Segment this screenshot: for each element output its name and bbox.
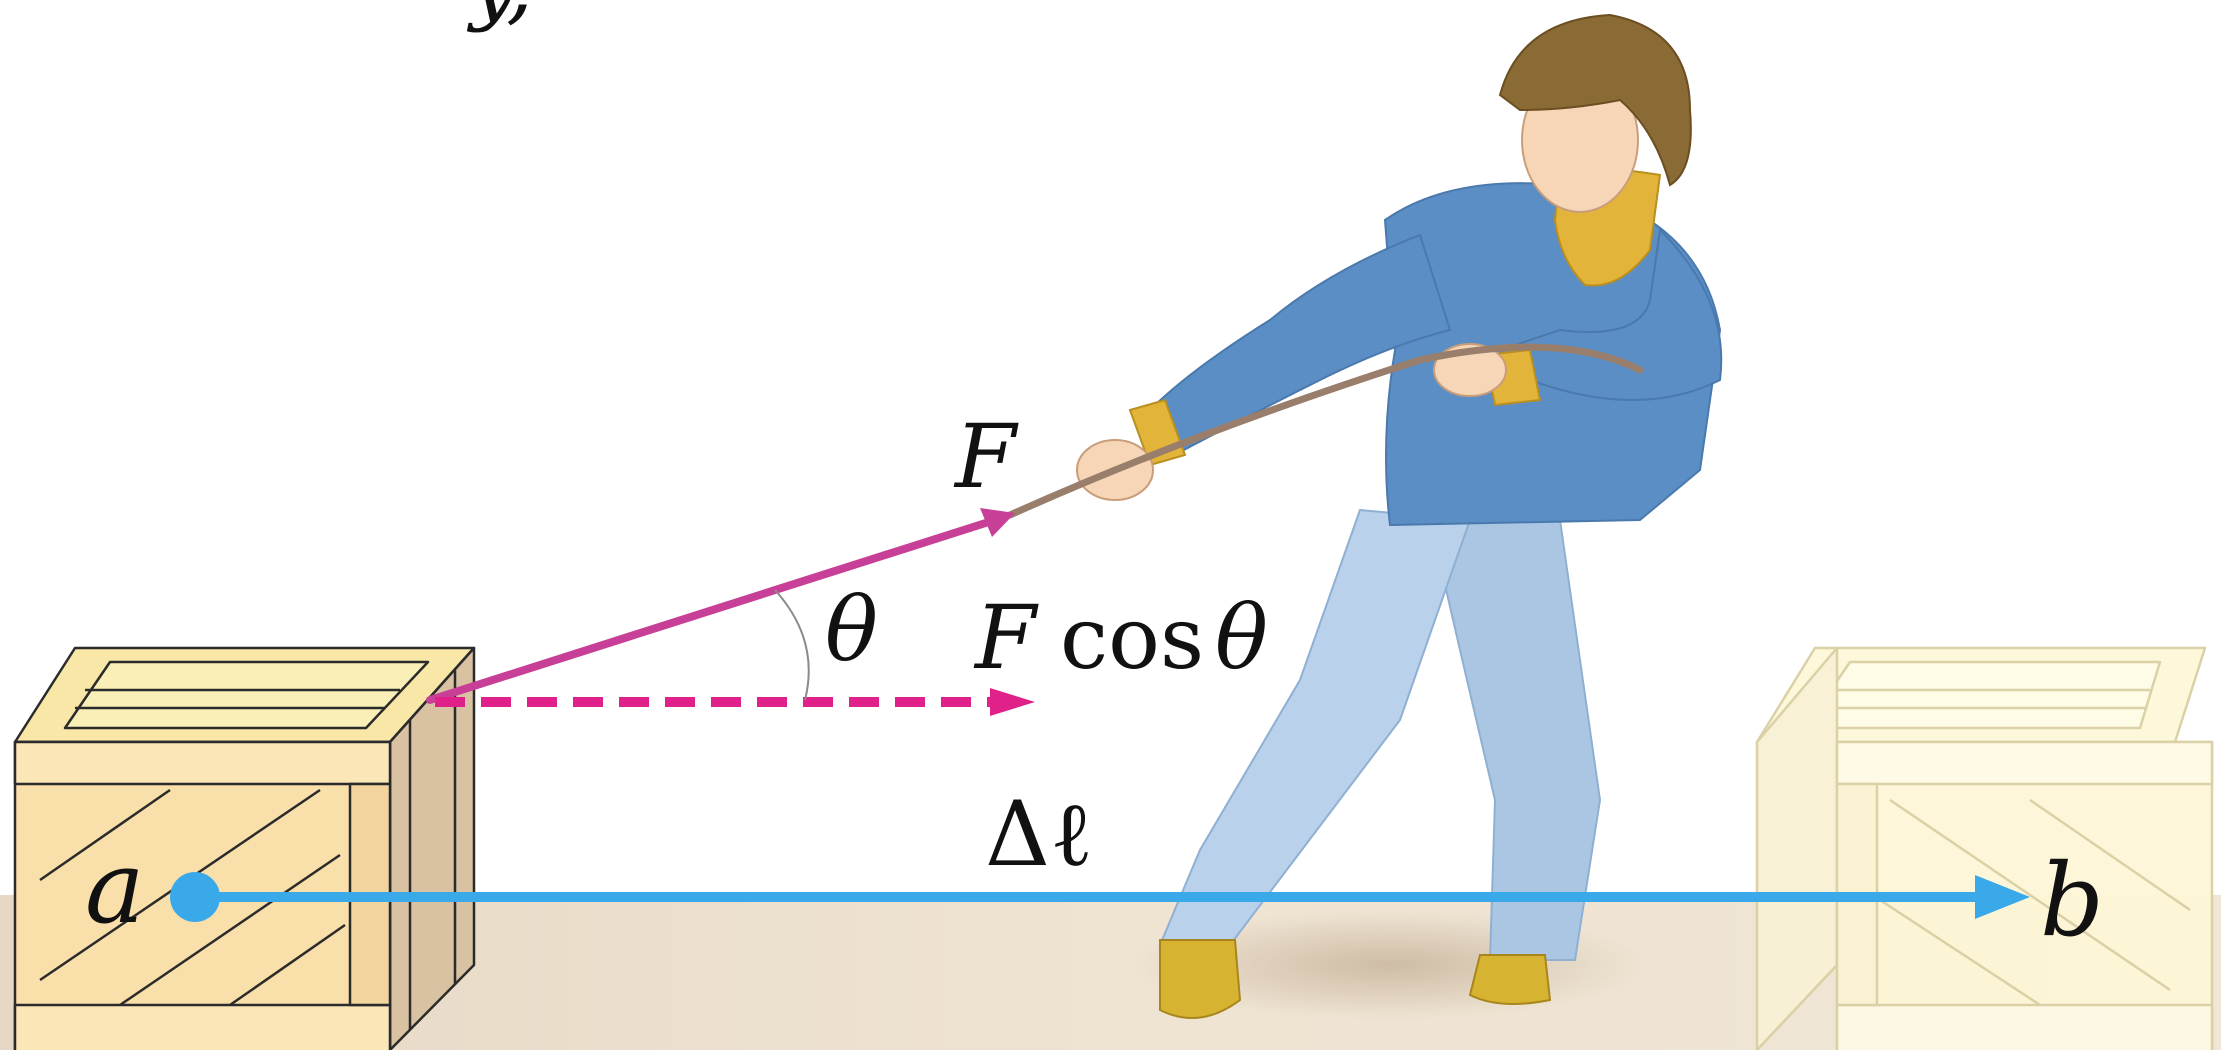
force-label: F bbox=[953, 405, 1019, 508]
crate-left bbox=[13, 646, 476, 1050]
displacement-arrowhead bbox=[1975, 875, 2030, 919]
component-arrowhead bbox=[990, 688, 1035, 716]
point-a-dot bbox=[170, 872, 220, 922]
crate-left-slat bbox=[229, 923, 346, 1007]
force-vector bbox=[426, 508, 1015, 704]
crate-left-rail bbox=[13, 1003, 392, 1050]
angle-label: θ bbox=[825, 578, 878, 681]
component-vector bbox=[435, 688, 1035, 716]
crate-left-top-inner bbox=[63, 660, 430, 730]
crate-right-rail bbox=[1835, 740, 2214, 786]
force-arrowhead bbox=[980, 508, 1015, 537]
crate-right-slat bbox=[2029, 798, 2191, 912]
point-b-label: b bbox=[2040, 842, 2104, 959]
crate-right-slat bbox=[1889, 798, 2171, 992]
person-pulling-rope bbox=[1076, 13, 1723, 1019]
crate-right-rail bbox=[1835, 1003, 2214, 1050]
force-arrow-shaft bbox=[426, 516, 999, 704]
component-label-cos: cos bbox=[1060, 589, 1204, 689]
displacement-label: Δℓ bbox=[985, 782, 1093, 887]
person-back-arm bbox=[1498, 227, 1723, 401]
crate-right-slat bbox=[1879, 898, 2041, 1007]
person-front-shoe bbox=[1159, 939, 1242, 1019]
crate-left-slat bbox=[39, 788, 171, 882]
crate-right-top-inner bbox=[1803, 660, 2162, 730]
person-front-leg bbox=[1158, 508, 1472, 946]
angle-arc bbox=[774, 589, 810, 701]
crate-left-slat bbox=[119, 853, 341, 1007]
component-label-theta: θ bbox=[1215, 586, 1268, 689]
crate-left-rail bbox=[13, 740, 392, 786]
displacement-vector bbox=[170, 872, 2030, 922]
person-hair bbox=[1498, 13, 1692, 187]
rope bbox=[1006, 343, 1644, 519]
top-text-fragment: y, bbox=[466, 0, 533, 34]
person-back-shoe bbox=[1468, 954, 1552, 1005]
point-a-label: a bbox=[85, 829, 145, 946]
component-label-f: F bbox=[973, 586, 1039, 689]
